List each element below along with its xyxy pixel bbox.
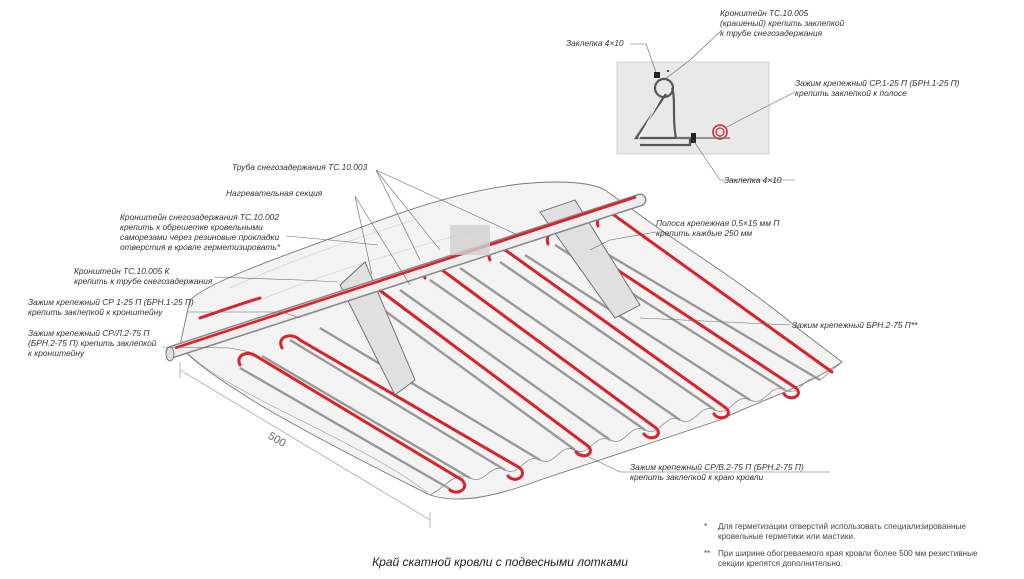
label-line: крепить заклепкой к кронштейну: [28, 307, 163, 317]
label-line: Зажим крепежный СР 1-25 П (БРН.1-25 П): [28, 297, 194, 307]
label-clamp-cp125: Зажим крепежный СР 1-25 П (БРН.1-25 П) к…: [28, 297, 194, 317]
label-rivet-bottom: Заклепка 4×10: [724, 175, 782, 185]
label-line: саморезами через резиновые прокладки: [120, 232, 280, 242]
label-line: крепить к трубе снегозадержания: [74, 276, 213, 286]
footnote-line: секции крепятся дополнительно.: [718, 559, 843, 568]
label-bracket-tc002: Кронштейн снегозадержания ТС.10.002 креп…: [120, 212, 280, 252]
label-clamp-brn275: Зажим крепежный БРН.2-75 П**: [792, 320, 918, 330]
label-line: к трубе снегозадержания: [720, 28, 823, 38]
label-line: крепить к обрешетке кровельными: [120, 222, 263, 232]
label-line: (БРН.2-75 П) крепить заклепкой: [28, 338, 157, 348]
dimension-line: [179, 362, 431, 528]
label-clamp-cpl275: Зажим крепежный СР/Л.2-75 П (БРН.2-75 П)…: [28, 328, 156, 358]
diagram-caption: Край скатной кровли с подвесными лотками: [372, 555, 628, 569]
label-line: Зажим крепежный СР/Л.2-75 П: [28, 328, 150, 338]
label-line: Полоса крепежная 0,5×15 мм П: [656, 218, 780, 228]
label-rivet-top: Заклепка 4×10: [566, 38, 624, 48]
label-strip: Полоса крепежная 0,5×15 мм П крепить каж…: [656, 218, 779, 238]
footnote-line: Для герметизации отверстий использовать …: [718, 522, 966, 531]
mounting-strips: [239, 236, 821, 491]
snow-retention-pipe: [165, 193, 647, 362]
label-line: к кронштейну: [28, 348, 85, 358]
label-line: Кронштейн ТС.10.005: [720, 8, 809, 18]
label-heating-section: Нагревательная секция: [226, 188, 323, 198]
label-line: крепить каждые 250 мм: [656, 228, 753, 238]
label-clamp-top: Зажим крепежный СР.1-25 П (БРН.1-25 П) к…: [795, 78, 960, 98]
label-line: Зажим крепежный СР/В.2-75 П (БРН.2-75 П): [630, 462, 804, 472]
label-line: Кронштейн снегозадержания ТС.10.002: [120, 212, 279, 222]
label-line: Зажим крепежный СР.1-25 П (БРН.1-25 П): [795, 78, 960, 88]
leader-lines: [161, 29, 830, 473]
footnote-2: ** При ширине обогреваемого края кровли …: [704, 549, 1008, 569]
label-line: Кронштейн ТС.10.005 К: [74, 266, 170, 276]
footnote-line: При ширине обогреваемого края кровли бол…: [718, 549, 978, 558]
label-line: (крашеный) крепить заклепкой: [720, 18, 845, 28]
footnote-line: кровельные герметики или мастики.: [718, 532, 856, 541]
footnote-1: * Для герметизации отверстий использоват…: [704, 522, 1008, 542]
label-pipe: Труба снегозадержания ТС.10.003: [232, 162, 368, 172]
label-line: крепить заклепкой к полосе: [795, 88, 907, 98]
footnote-marker: *: [704, 522, 708, 531]
label-clamp-edge: Зажим крепежный СР/В.2-75 П (БРН.2-75 П)…: [630, 462, 804, 482]
label-bracket-top: Кронштейн ТС.10.005 (крашеный) крепить з…: [720, 8, 844, 38]
label-line: крепить заклепкой к краю кровли: [630, 472, 764, 482]
footnote-marker: **: [704, 549, 711, 558]
gray-panel: [450, 225, 490, 255]
detail-inset: [616, 61, 770, 155]
label-line: отверстия в кровле герметизировать*: [120, 242, 281, 252]
label-bracket-tc005k: Кронштейн ТС.10.005 К крепить к трубе сн…: [74, 266, 212, 286]
